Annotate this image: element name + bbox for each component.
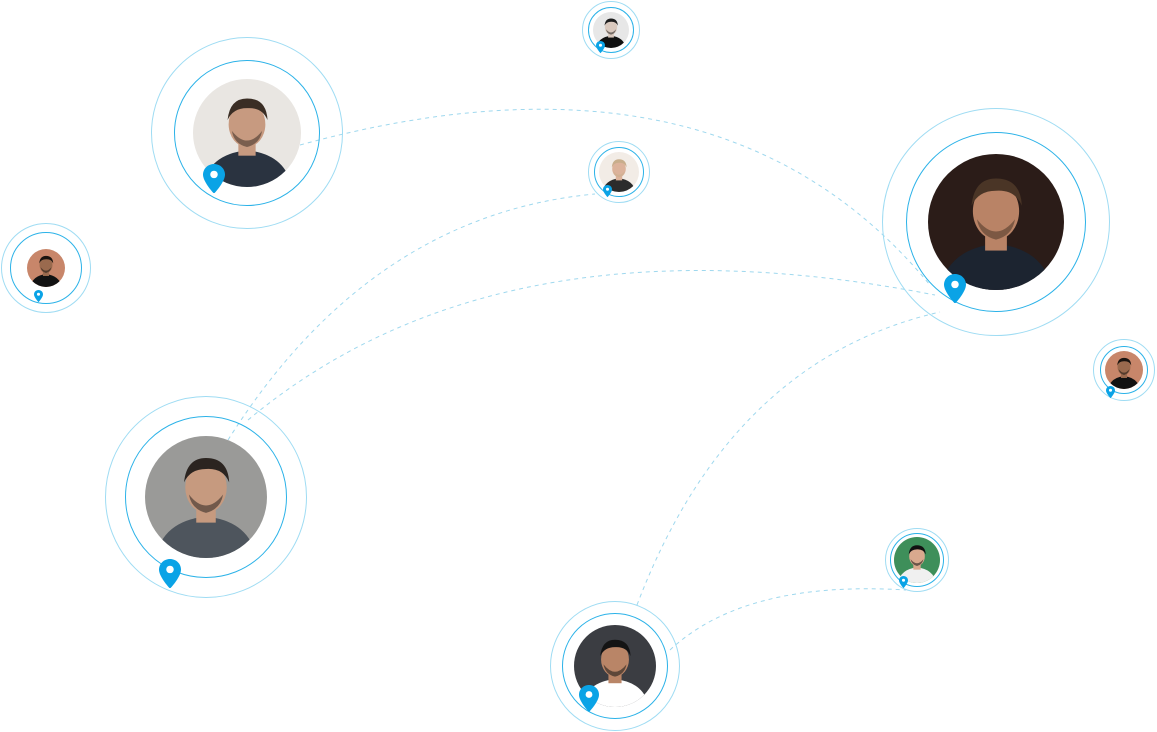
inner-ring [10, 232, 82, 304]
outer-ring [151, 37, 343, 229]
outer-ring [1, 223, 91, 313]
person-avatar[interactable] [27, 249, 65, 287]
inner-ring [562, 613, 668, 719]
inner-ring [588, 7, 634, 53]
inner-ring [1100, 346, 1148, 394]
outer-ring [588, 141, 650, 203]
connection-line-3 [247, 270, 936, 421]
person-avatar[interactable] [894, 537, 940, 583]
connection-line-2 [227, 193, 596, 441]
location-pin-icon [898, 576, 908, 594]
location-pin-icon [579, 684, 599, 717]
connection-line-4 [636, 311, 941, 606]
person-avatar[interactable] [928, 154, 1064, 290]
person-avatar[interactable] [193, 79, 301, 187]
location-pin-icon [602, 185, 612, 203]
person-avatar[interactable] [599, 152, 639, 192]
location-pin-icon [159, 558, 181, 594]
person-avatar[interactable] [593, 12, 629, 48]
location-pin-icon [203, 163, 225, 199]
connection-line-1 [299, 108, 931, 286]
outer-ring [550, 601, 680, 731]
location-pin-icon [1105, 386, 1115, 404]
inner-ring [890, 533, 944, 587]
inner-ring [125, 416, 287, 578]
outer-ring [105, 396, 307, 598]
inner-ring [906, 132, 1086, 312]
location-pin-icon [944, 273, 966, 309]
outer-ring [882, 108, 1110, 336]
connection-line-5 [669, 588, 907, 651]
person-avatar[interactable] [1105, 351, 1143, 389]
outer-ring [1093, 339, 1155, 401]
location-pin-icon [595, 41, 605, 59]
outer-ring [885, 528, 949, 592]
inner-ring [174, 60, 320, 206]
outer-ring [582, 1, 640, 59]
location-pin-icon [33, 290, 43, 308]
person-avatar[interactable] [145, 436, 267, 558]
inner-ring [594, 147, 644, 197]
